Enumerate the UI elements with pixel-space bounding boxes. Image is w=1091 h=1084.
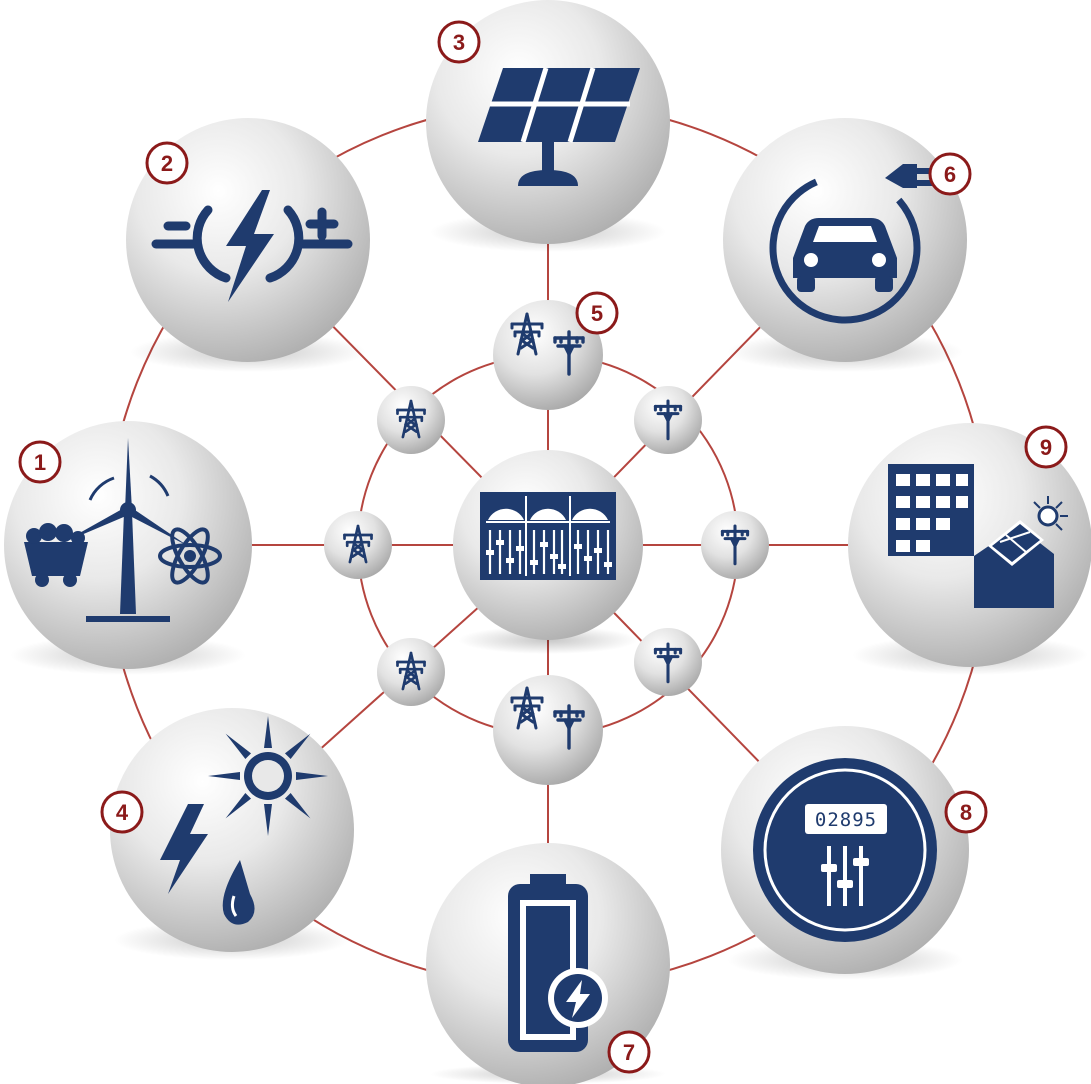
badge-3: 3 — [437, 20, 481, 64]
inner-node-lower-left — [377, 638, 445, 706]
renewable-sources-icon — [160, 716, 328, 925]
svg-text:1: 1 — [34, 450, 46, 475]
badge-8: 8 — [944, 790, 988, 834]
inner-node-left — [324, 511, 392, 579]
battery-storage-icon — [508, 874, 608, 1052]
badge-7: 7 — [607, 1030, 651, 1074]
badge-6: 6 — [928, 152, 972, 196]
electric-vehicle-icon — [769, 164, 937, 324]
inner-node-upper-left — [377, 386, 445, 454]
node-5 — [493, 300, 603, 410]
inner-nodes — [324, 300, 769, 785]
power-conversion-icon — [151, 190, 353, 302]
badge-5: 5 — [575, 291, 619, 335]
svg-text:4: 4 — [116, 800, 129, 825]
node-4 — [110, 708, 354, 960]
inner-node-bottom — [493, 675, 603, 785]
svg-text:2: 2 — [161, 151, 173, 176]
svg-text:9: 9 — [1040, 435, 1052, 460]
badge-2: 2 — [145, 141, 189, 185]
badge-1: 1 — [18, 440, 62, 484]
svg-text:8: 8 — [960, 800, 972, 825]
smart-meter-icon: 02895 — [753, 758, 937, 942]
badge-9: 9 — [1024, 425, 1068, 469]
svg-text:6: 6 — [944, 162, 956, 187]
generation-mix-icon — [24, 438, 222, 622]
svg-text:5: 5 — [591, 301, 603, 326]
svg-text:3: 3 — [453, 30, 465, 55]
buildings-solar-icon — [888, 464, 1068, 608]
meter-reading: 02895 — [815, 809, 877, 831]
svg-text:7: 7 — [623, 1040, 635, 1065]
control-panel-icon — [480, 492, 616, 580]
badge-4: 4 — [100, 790, 144, 834]
solar-panel-icon — [478, 67, 640, 186]
badges: 1 2 3 4 5 6 7 8 — [18, 20, 1068, 1074]
